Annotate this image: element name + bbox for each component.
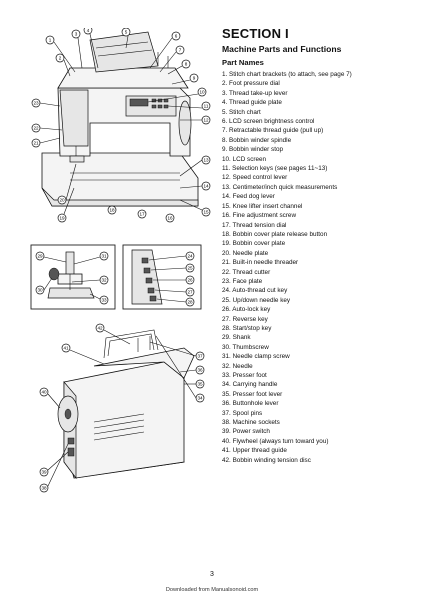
presser-foot-inset: 29 30 31 32 33	[30, 244, 116, 310]
list-item: 21. Built-in needle threader	[222, 259, 299, 267]
svg-text:2: 2	[59, 56, 62, 61]
list-item: 24. Auto-thread cut key	[222, 287, 288, 295]
list-item: 29. Shank	[222, 334, 251, 342]
list-item: 13. Centimeter/inch quick measurements	[222, 183, 338, 191]
list-item: 12. Speed control lever	[222, 174, 288, 182]
list-item: 1. Stitch chart brackets (to attach, see…	[222, 71, 352, 78]
svg-text:33: 33	[101, 298, 107, 303]
list-item: 15. Knee lifter insert channel	[222, 202, 303, 210]
list-item: 23. Face plate	[222, 277, 263, 285]
machine-back-illustration: 42 41 40 39 38 37 36 35 34	[39, 323, 205, 493]
parts-heading: Part Names	[222, 58, 264, 67]
list-item: 41. Upper thread guide	[222, 447, 287, 455]
list-item: 39. Power switch	[222, 428, 270, 436]
list-item: 7. Retractable thread guide (pull up)	[222, 127, 324, 135]
svg-text:29: 29	[37, 254, 43, 259]
svg-text:10: 10	[199, 90, 205, 95]
section-title: Machine Parts and Functions	[222, 44, 342, 54]
list-item: 19. Bobbin cover plate	[222, 240, 286, 248]
svg-text:28: 28	[187, 300, 193, 305]
svg-text:8: 8	[185, 62, 188, 67]
list-item: 30. Thumbscrew	[222, 343, 269, 351]
svg-text:27: 27	[187, 290, 193, 295]
svg-text:24: 24	[187, 254, 193, 259]
list-item: 31. Needle clamp screw	[222, 353, 290, 361]
svg-text:16: 16	[167, 216, 173, 221]
list-item: 34. Carrying handle	[222, 381, 278, 389]
svg-text:20: 20	[59, 198, 65, 203]
svg-text:11: 11	[204, 104, 209, 109]
list-item: 22. Thread cutter	[222, 268, 271, 276]
svg-text:31: 31	[101, 254, 107, 259]
svg-text:37: 37	[197, 354, 203, 359]
svg-text:32: 32	[101, 278, 107, 283]
svg-text:14: 14	[203, 184, 209, 189]
list-item: 18. Bobbin cover plate release button	[222, 230, 328, 238]
list-item: 3. Thread take-up lever	[222, 89, 288, 97]
list-item: 36. Buttonhole lever	[222, 400, 279, 408]
list-item: 9. Bobbin winder stop	[222, 146, 284, 154]
download-footer: Downloaded from Manualsonoid.com	[165, 587, 259, 593]
svg-text:35: 35	[197, 382, 203, 387]
list-item: 42. Bobbin winding tension disc	[222, 456, 311, 464]
svg-text:7: 7	[179, 48, 182, 53]
svg-text:26: 26	[187, 278, 193, 283]
svg-text:3: 3	[75, 32, 78, 37]
svg-text:38: 38	[41, 486, 47, 491]
svg-text:5: 5	[125, 30, 128, 35]
svg-text:22: 22	[33, 126, 39, 131]
svg-text:40: 40	[41, 390, 47, 395]
list-item: 27. Reverse key	[222, 315, 268, 323]
svg-text:25: 25	[187, 266, 193, 271]
list-item: 2. Foot pressure dial	[222, 80, 280, 88]
svg-text:34: 34	[197, 396, 203, 401]
list-item: 4. Thread guide plate	[222, 99, 282, 107]
list-item: 33. Presser foot	[222, 372, 267, 379]
svg-text:1: 1	[49, 38, 52, 43]
section-heading: SECTION I	[222, 26, 289, 41]
svg-text:21: 21	[33, 141, 39, 146]
svg-text:17: 17	[139, 212, 145, 217]
svg-text:23: 23	[33, 101, 39, 106]
list-item: 40. Flywheel (always turn toward you)	[222, 437, 329, 445]
list-item: 35. Presser foot lever	[222, 390, 283, 398]
svg-text:39: 39	[41, 470, 47, 475]
list-item: 11. Selection keys (see pages 11~13)	[222, 165, 328, 173]
svg-text:19: 19	[59, 216, 65, 221]
svg-text:13: 13	[203, 158, 209, 163]
list-item: 6. LCD screen brightness control	[222, 118, 315, 126]
list-item: 14. Feed dog lever	[222, 193, 275, 201]
page-number: 3	[210, 571, 214, 578]
list-item: 38. Machine sockets	[222, 419, 280, 427]
list-item: 16. Fine adjustment screw	[222, 212, 297, 220]
svg-text:9: 9	[193, 76, 196, 81]
svg-text:15: 15	[203, 210, 209, 215]
list-item: 37. Spool pins	[222, 409, 263, 417]
list-item: 5. Stitch chart	[222, 108, 261, 116]
list-item: 32. Needle	[222, 362, 253, 370]
list-item: 26. Auto-lock key	[222, 306, 271, 314]
svg-text:4: 4	[87, 28, 90, 33]
list-item: 25. Up/down needle key	[222, 296, 291, 304]
svg-text:36: 36	[197, 368, 203, 373]
machine-front-illustration: 1 2 3 4 5 6 7 8 9 10 11 12 13 14 15 16 1…	[31, 28, 211, 223]
list-item: 20. Needle plate	[222, 249, 269, 257]
svg-text:12: 12	[203, 118, 209, 123]
list-item: 28. Start/stop key	[222, 324, 272, 332]
list-item: 10. LCD screen	[222, 155, 267, 163]
svg-text:18: 18	[109, 208, 115, 213]
key-panel-inset: 24 25 26 27 28	[122, 244, 202, 310]
svg-text:42: 42	[97, 326, 103, 331]
svg-text:30: 30	[37, 288, 43, 293]
svg-text:41: 41	[63, 346, 69, 351]
top-figure-callouts: 1 2 3 4 5 6 7 8 9 10 11 12 13 14 15 16 1…	[31, 28, 211, 223]
part-names-list: 1. Stitch chart brackets (to attach, see…	[222, 70, 418, 465]
list-item: 17. Thread tension dial	[222, 221, 287, 229]
svg-text:6: 6	[175, 34, 178, 39]
list-item: 8. Bobbin winder spindle	[222, 136, 292, 144]
